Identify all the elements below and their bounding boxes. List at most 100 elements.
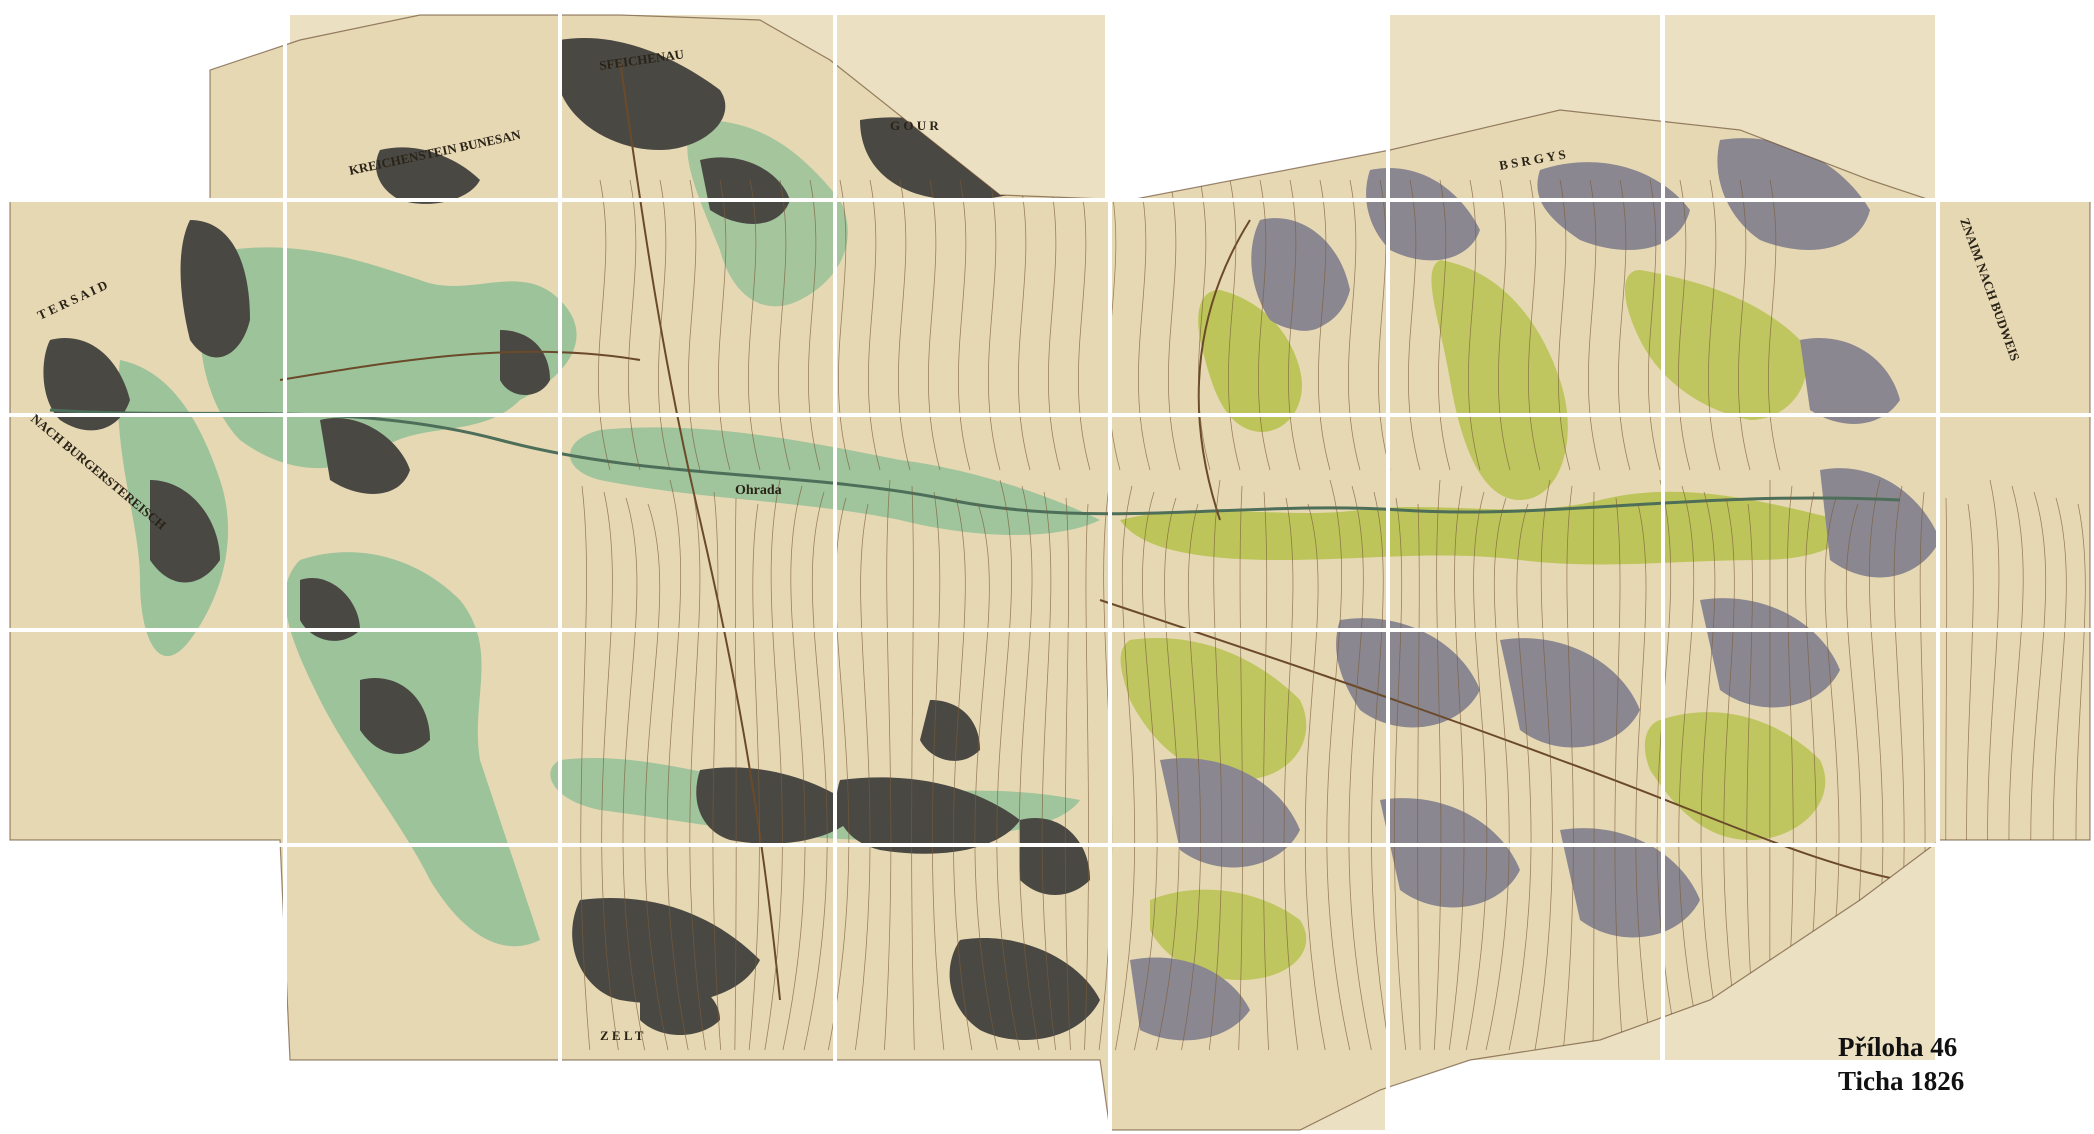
meadow-area bbox=[1198, 290, 1302, 432]
field-strip bbox=[932, 491, 945, 1051]
field-strip bbox=[748, 503, 760, 1051]
road bbox=[279, 350, 641, 381]
field-strip bbox=[1228, 179, 1241, 471]
field-strip bbox=[1408, 179, 1421, 471]
forest-area bbox=[320, 418, 410, 494]
field-strip bbox=[988, 179, 1001, 471]
forest-area bbox=[1336, 618, 1480, 728]
field-strip bbox=[1438, 179, 1451, 471]
forest-area bbox=[1366, 168, 1480, 261]
forest-area bbox=[500, 330, 550, 395]
field-strip bbox=[1041, 491, 1057, 1051]
field-strip bbox=[1064, 497, 1071, 1051]
field-strip bbox=[1768, 179, 1781, 471]
field-strip bbox=[1498, 179, 1511, 471]
field-strip bbox=[1433, 479, 1442, 1051]
field-strip bbox=[1465, 491, 1488, 1051]
field-strip bbox=[1528, 179, 1541, 471]
field-strip bbox=[1562, 485, 1574, 1051]
field-strip bbox=[1262, 491, 1270, 1051]
map-caption: Příloha 46 Ticha 1826 bbox=[1838, 1030, 1964, 1098]
field-strip bbox=[628, 179, 641, 471]
border-text-north-right: G O U R bbox=[890, 118, 939, 133]
caption-appendix: Příloha 46 bbox=[1838, 1032, 1958, 1062]
meadow-area bbox=[1644, 712, 1826, 840]
field-strip bbox=[974, 503, 998, 1051]
field-strip bbox=[1588, 179, 1601, 471]
field-strip bbox=[868, 179, 881, 471]
field-strip bbox=[1018, 485, 1040, 1051]
forest-area bbox=[1820, 468, 1940, 578]
forest-area bbox=[376, 147, 480, 204]
field-strip bbox=[1700, 491, 1723, 1051]
field-strip bbox=[1048, 179, 1061, 471]
field-strip bbox=[1485, 497, 1510, 1051]
field-strip bbox=[1417, 503, 1421, 1051]
road bbox=[1197, 219, 1251, 521]
field-strip bbox=[1078, 179, 1091, 471]
field-strip bbox=[580, 485, 591, 1051]
road bbox=[1099, 599, 1901, 881]
field-strip bbox=[1138, 179, 1151, 471]
field-strip bbox=[1326, 479, 1351, 1051]
field-strip bbox=[1648, 179, 1661, 471]
field-strip bbox=[1678, 179, 1691, 471]
field-strip bbox=[1592, 491, 1595, 1051]
forest-area bbox=[572, 898, 760, 1004]
forest-area bbox=[700, 157, 790, 224]
forest-area bbox=[300, 578, 360, 641]
forest-area bbox=[180, 220, 250, 358]
field-strip bbox=[782, 485, 806, 1051]
field-strip bbox=[838, 179, 851, 471]
field-strip bbox=[764, 479, 783, 1051]
field-strip bbox=[1181, 503, 1202, 1051]
field-strip bbox=[1448, 485, 1465, 1051]
field-strip bbox=[1783, 485, 1794, 1051]
field-strip bbox=[1348, 179, 1361, 471]
field-strip bbox=[1156, 497, 1180, 1051]
field-strip bbox=[1371, 491, 1391, 1051]
river bbox=[49, 408, 1901, 516]
field-strip bbox=[898, 179, 911, 471]
town-label: Ohrada bbox=[735, 483, 782, 498]
field-strip bbox=[778, 179, 791, 471]
field-strip bbox=[748, 179, 761, 471]
field-strip bbox=[1723, 497, 1741, 1051]
field-strip bbox=[1168, 179, 1181, 471]
forest-area bbox=[836, 777, 1020, 854]
border-text-south: Z E L T bbox=[600, 1028, 644, 1043]
field-strip bbox=[1534, 479, 1553, 1051]
meadow-area bbox=[1150, 889, 1307, 980]
field-strip bbox=[1394, 497, 1407, 1051]
forest-area bbox=[1537, 162, 1690, 250]
cadastral-boundary bbox=[9, 14, 2091, 1131]
field-strip bbox=[689, 485, 706, 1051]
field-strip bbox=[1258, 179, 1271, 471]
forest-area bbox=[360, 678, 430, 754]
field-strip bbox=[1133, 491, 1158, 1051]
field-strip bbox=[1304, 503, 1326, 1051]
field-strip bbox=[1018, 179, 1031, 471]
field-strip bbox=[712, 491, 722, 1051]
forest-area bbox=[560, 38, 726, 150]
forest-area bbox=[696, 767, 860, 844]
field-strip bbox=[953, 497, 973, 1051]
field-strip bbox=[658, 179, 671, 471]
field-strip bbox=[1738, 179, 1751, 471]
field-strip bbox=[996, 479, 1021, 1051]
field-strip bbox=[644, 503, 669, 1051]
field-strip bbox=[1614, 497, 1624, 1051]
forest-area bbox=[150, 480, 220, 583]
field-strip bbox=[808, 179, 821, 471]
forest-area bbox=[1270, 277, 1330, 331]
field-strip bbox=[928, 179, 941, 471]
forest-area bbox=[1717, 138, 1870, 250]
field-strip bbox=[1635, 503, 1653, 1051]
field-strip bbox=[718, 179, 731, 471]
field-strip bbox=[666, 479, 689, 1051]
field-strip bbox=[1283, 497, 1299, 1051]
field-strip bbox=[1678, 485, 1703, 1051]
field-strip bbox=[1558, 179, 1571, 471]
